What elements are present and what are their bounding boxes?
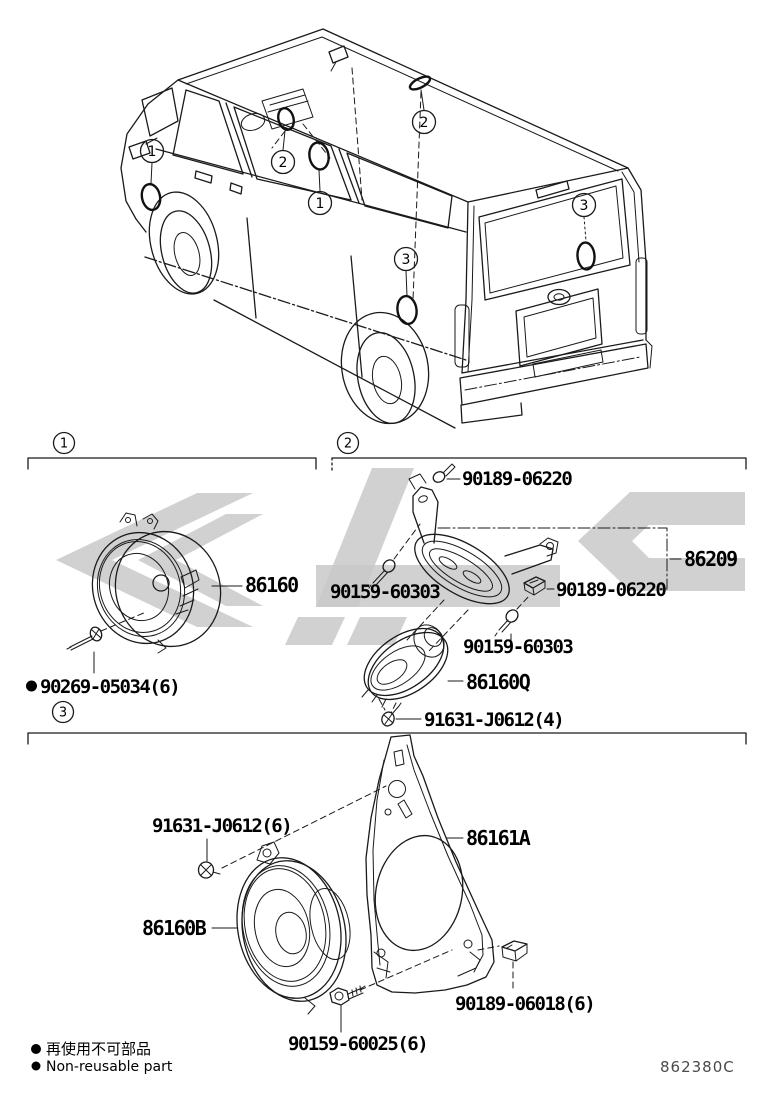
section-1-diagram: 86160 90269-05034(6) [26,512,300,698]
screw-91631-4-drawing [381,702,402,727]
section-number: 1 [60,437,68,452]
callout-rear-speaker: 3 [571,192,597,242]
callout-front-door-speaker: 1 [139,138,165,184]
speaker-86160-drawing [91,512,222,654]
callout-dash-tweeter: 2 [270,130,296,175]
watermark-logo [56,468,745,645]
speaker-86160q-drawing [361,624,449,708]
section-3-bracket-line [27,732,747,745]
legend-bullet-en [31,1061,41,1071]
section-2-bracket-line [331,457,747,470]
speaker-location-markers [140,75,596,326]
non-reusable-bullet [26,680,37,692]
part-label-86160b: 86160B [142,916,207,940]
bracket-86209-drawing [408,473,559,605]
section-number: 3 [59,706,67,721]
callout-number: 2 [420,115,429,131]
legend-text-en: Non-reusable part [46,1059,173,1075]
speaker-86160b-drawing [236,841,351,1015]
part-label-86160: 86160 [245,573,298,597]
section-2-diagram: 90189-06220 86209 90159-60303 [330,463,739,731]
callout-number: 3 [402,252,411,268]
callout-number: 2 [279,155,288,171]
part-label-90269-05034: 90269-05034(6) [40,676,179,698]
clip-90189-06018-drawing [501,940,528,962]
part-label-86160q: 86160Q [466,670,531,694]
screw-91631-6-drawing [197,861,221,879]
van-callouts: 1 2 1 2 3 [139,89,597,297]
section-3-diagram: 86161A 91631-J0612(6) 86160B 901 [142,734,596,1055]
callout-number: 1 [148,144,157,160]
part-label-91631-j0612-4: 91631-J0612(4) [424,709,563,731]
part-label-90159-60303-mid: 90159-60303 [463,636,573,658]
section-1-bracket-line [27,457,317,470]
reference-box-86209 [437,527,668,589]
part-label-91631-j0612-6: 91631-J0612(6) [152,815,291,837]
bracket-86161a-drawing [365,734,495,994]
clip-90189-drawing [523,576,546,596]
screw-90159-mid-drawing [494,609,519,637]
part-label-90189-06220-mid: 90189-06220 [556,579,666,601]
part-label-86209: 86209 [684,547,737,571]
section-number: 2 [344,437,352,452]
callout-door-speaker-2: 1 [307,169,333,216]
callout-number: 3 [580,198,589,214]
figure-code: 862380C [660,1058,735,1076]
section-1-header: 1 [27,431,317,470]
callout-roof-tweeter: 2 [411,89,437,135]
footer: 再使用不可部品 Non-reusable part 862380C [31,1040,735,1076]
part-label-90159-60025: 90159-60025(6) [288,1033,427,1055]
part-label-90159-60303-left: 90159-60303 [330,581,440,603]
section-headers: 1 2 3 [27,431,747,745]
callout-quarter-speaker: 3 [393,246,419,297]
van-illustration: 1 2 1 2 3 [120,28,653,429]
legend-text-jp: 再使用不可部品 [46,1040,151,1058]
part-label-90189-06018: 90189-06018(6) [455,993,594,1015]
section-3-header: 3 [27,700,747,745]
part-label-90189-06220-top: 90189-06220 [462,468,572,490]
callout-number: 1 [316,196,325,212]
screw-90159-left-drawing [368,559,396,589]
screw-90189-top-drawing [432,463,456,483]
screw-90269-drawing [66,626,103,651]
screw-90159-60025-drawing [329,985,366,1006]
section-2-header: 2 [331,431,747,472]
part-label-86161a: 86161A [466,826,531,850]
legend-bullet-jp [31,1044,41,1054]
